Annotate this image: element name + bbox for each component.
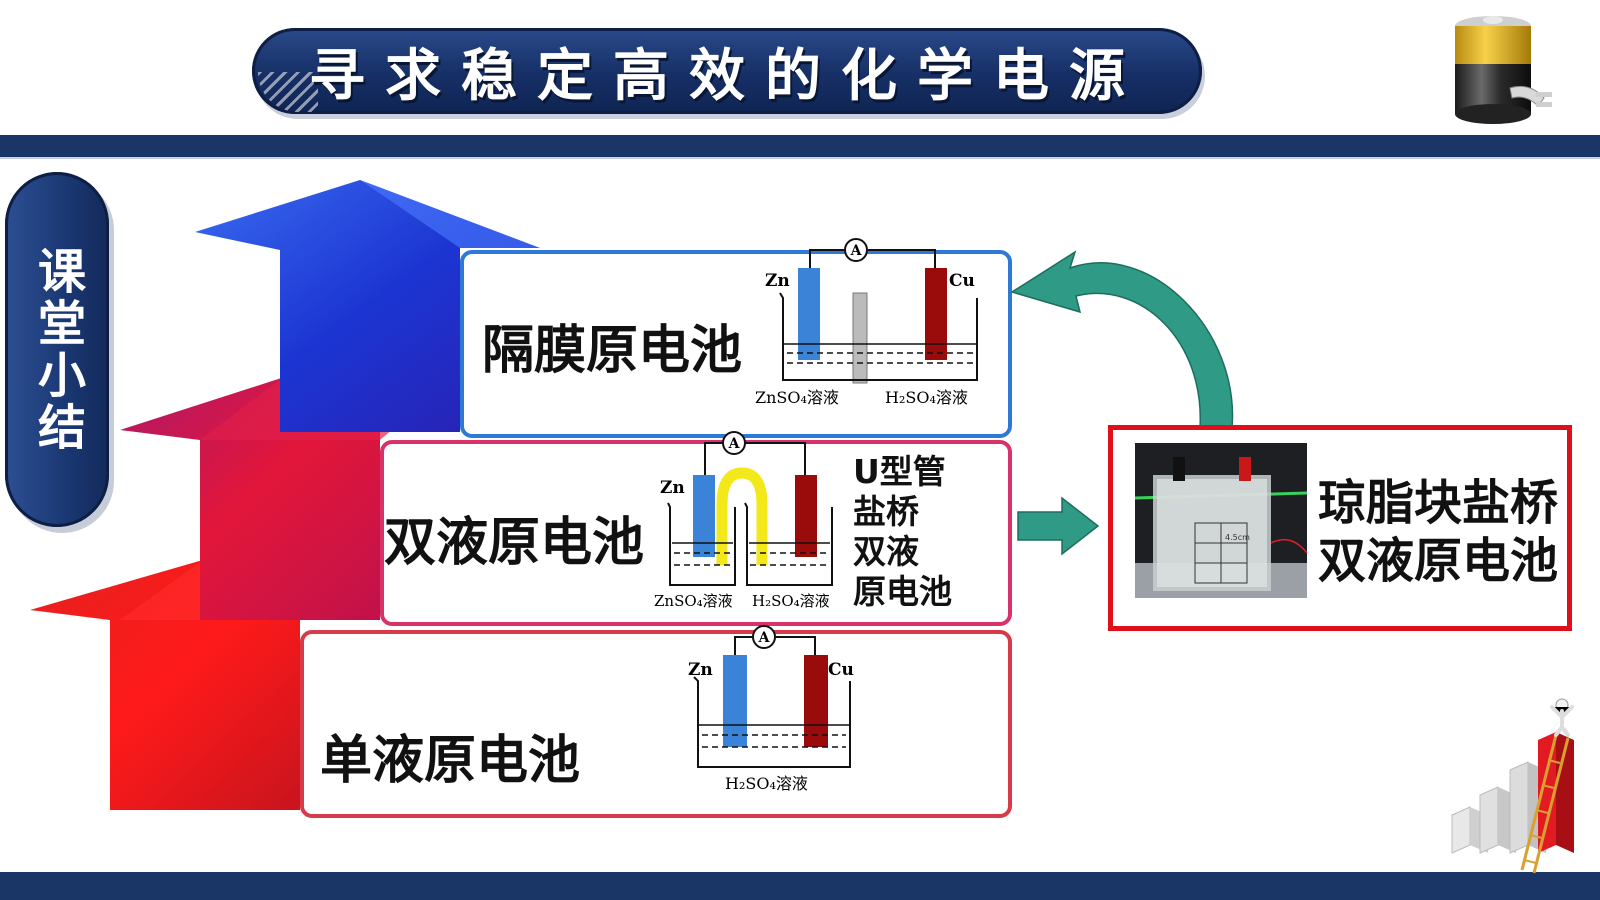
svg-text:A: A <box>850 243 863 259</box>
footer-band <box>0 872 1600 900</box>
summary-label: 课堂小结 <box>29 245 85 454</box>
right-arrow-icon <box>1017 496 1100 556</box>
ladder-chart-icon <box>1451 698 1574 874</box>
salt-bridge-cell-diagram: A Zn ZnSO₄溶液 H₂SO₄溶液 <box>654 431 833 610</box>
note-line: 双液 <box>853 532 919 571</box>
note-line: 盐桥 <box>853 492 919 531</box>
svg-text:4.5cm: 4.5cm <box>1225 533 1250 542</box>
stage-box-bottom <box>300 630 1012 818</box>
header-band-line <box>0 157 1600 159</box>
svg-text:ZnSO₄溶液: ZnSO₄溶液 <box>654 592 733 610</box>
beaker-left <box>667 502 736 586</box>
svg-text:Zn: Zn <box>660 478 685 498</box>
svg-text:H₂SO₄溶液: H₂SO₄溶液 <box>725 774 808 793</box>
svg-text:A: A <box>728 436 741 452</box>
stage-label-bottom: 单液原电池 <box>320 731 581 791</box>
stage-label-middle: 双液原电池 <box>384 513 645 573</box>
zinc-electrode <box>798 268 820 360</box>
stage-box-top <box>460 250 1012 438</box>
header-band <box>0 135 1600 157</box>
agar-label-line1: 琼脂块盐桥 <box>1318 475 1559 531</box>
ammeter-icon <box>722 431 746 455</box>
copper-electrode <box>795 475 817 557</box>
beaker <box>779 292 978 381</box>
note-line: 原电池 <box>853 572 952 611</box>
page-title: 寻求稳定高效的化学电源 <box>309 43 1145 109</box>
svg-text:A: A <box>758 630 771 646</box>
diaphragm <box>852 292 868 384</box>
u-tube-salt-bridge <box>716 467 768 565</box>
svg-text:H₂SO₄溶液: H₂SO₄溶液 <box>752 592 830 610</box>
agar-label: 琼脂块盐桥 双液原电池 <box>1318 474 1558 590</box>
beaker <box>693 676 851 768</box>
beaker-right <box>744 502 833 586</box>
curved-arrow-icon <box>1010 250 1234 429</box>
copper-electrode <box>925 268 947 360</box>
diaphragm-cell-diagram: A Zn Cu ZnSO₄溶液 H₂SO₄溶液 <box>755 238 978 407</box>
svg-text:H₂SO₄溶液: H₂SO₄溶液 <box>885 388 968 407</box>
copper-electrode <box>804 655 828 747</box>
ammeter-icon <box>752 625 776 649</box>
svg-text:Cu: Cu <box>828 660 854 680</box>
zinc-electrode <box>723 655 747 747</box>
svg-text:Zn: Zn <box>688 660 713 680</box>
svg-text:Zn: Zn <box>765 271 790 291</box>
battery-icon <box>1455 16 1552 124</box>
note-line: U型管 <box>853 452 946 491</box>
agar-cell-photo: 4.5cm <box>1134 443 1308 598</box>
single-liquid-cell-diagram: A Zn Cu H₂SO₄溶液 <box>688 625 854 793</box>
summary-tab: 课堂小结 <box>5 172 109 527</box>
svg-text:ZnSO₄溶液: ZnSO₄溶液 <box>755 388 839 407</box>
stage-label-top: 隔膜原电池 <box>482 321 743 381</box>
zinc-electrode <box>693 475 715 557</box>
title-banner: 寻求稳定高效的化学电源 <box>252 28 1202 114</box>
salt-bridge-note: U型管 盐桥 双液 原电池 <box>853 452 952 612</box>
ammeter-icon <box>844 238 868 262</box>
agar-label-line2: 双液原电池 <box>1318 533 1559 589</box>
svg-text:Cu: Cu <box>949 271 975 291</box>
